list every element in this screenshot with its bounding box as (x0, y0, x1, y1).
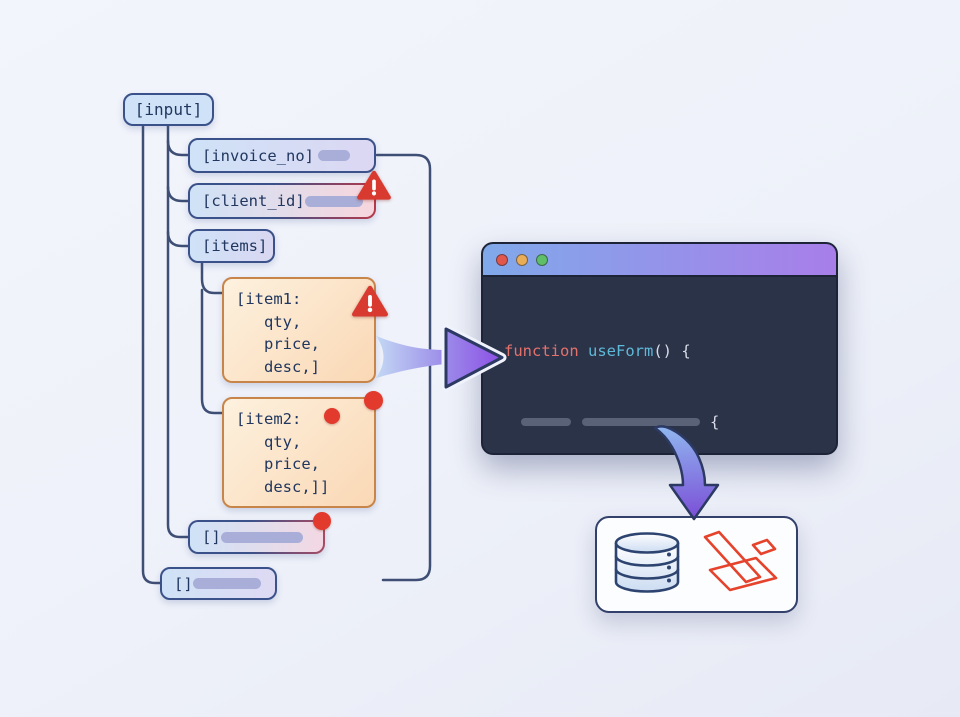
window-titlebar (483, 244, 836, 277)
code-block: function useForm() { { items = {}, [data… (483, 277, 836, 453)
tree-node-items-label: [items] (202, 237, 268, 255)
tree-node-client-id-label: [client_id] (202, 192, 305, 210)
tree-node-empty-field: [] (188, 512, 331, 554)
tree-node-empty-field: [] (160, 567, 277, 600)
value-placeholder-pill (304, 195, 363, 207)
code-text: () { (653, 342, 691, 360)
warning-icon (357, 170, 391, 205)
tree-node-items: [items] (188, 229, 275, 263)
tree-node-invoice-no-label: [invoice_no] (202, 146, 314, 165)
tree-node-item1: [item1: qty, price, desc,] (222, 277, 388, 383)
maximize-window-icon (536, 253, 548, 266)
tree-node-item1-label: [item1: qty, price, desc,] (236, 290, 320, 376)
tree-node-input-label: [input] (134, 100, 203, 119)
tree-node-client-id: [client_id] (188, 170, 391, 219)
error-dot-icon (364, 391, 383, 410)
code-line: function useForm() { (504, 340, 836, 364)
redacted-code-pill (582, 418, 700, 427)
database-icon (612, 531, 682, 598)
code-function-name: useForm (588, 342, 654, 360)
value-placeholder-pill (318, 150, 350, 161)
error-dot-icon (324, 408, 340, 424)
tree-node-empty-field-label: [] (174, 574, 193, 593)
tree-node-item2-label: [item2: qty, price, desc,]] (236, 410, 330, 496)
backend-output-box (595, 516, 798, 613)
laravel-icon (698, 530, 782, 600)
close-window-icon (496, 253, 508, 266)
tree-node-invoice-no: [invoice_no] (188, 138, 376, 173)
code-editor-window: function useForm() { { items = {}, [data… (481, 242, 838, 455)
tree-node-input: [input] (123, 93, 214, 126)
value-placeholder-pill (192, 578, 261, 589)
code-keyword: function (504, 342, 588, 360)
tree-node-empty-field-label: [] (202, 528, 221, 546)
code-line: { (521, 411, 836, 435)
error-dot-icon (313, 512, 331, 530)
code-text: { (710, 412, 720, 431)
tree-node-item2: [item2: qty, price, desc,]] (222, 391, 383, 508)
value-placeholder-pill (220, 531, 303, 543)
minimize-window-icon (516, 253, 528, 266)
redacted-code-pill (521, 418, 571, 427)
warning-icon (296, 262, 388, 347)
